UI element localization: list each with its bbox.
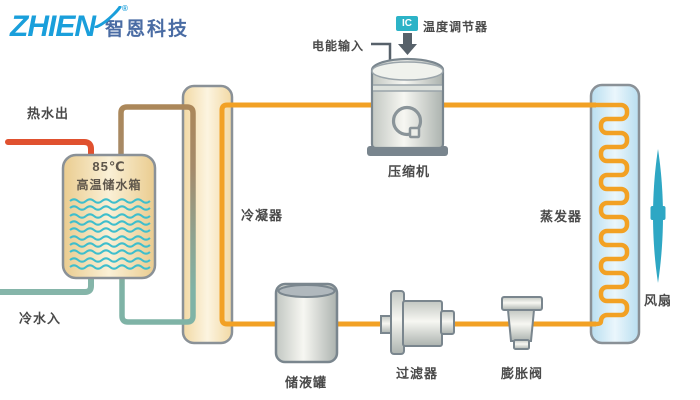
hot-water-out-label: 热水出 [27, 106, 70, 121]
expansion-valve-label: 膨胀阀 [501, 366, 544, 381]
evaporator-label: 蒸发器 [540, 209, 583, 224]
valve-nub [513, 339, 530, 350]
logo: ZHIEN ® 智恩科技 [10, 4, 190, 43]
fan-label: 风扇 [644, 293, 673, 308]
cold-water-in-pipe [0, 262, 94, 295]
down-arrow-icon [398, 33, 417, 55]
water-tank [61, 153, 157, 280]
filter-right-nub [440, 310, 455, 335]
valve-body [506, 309, 536, 342]
compressor-label: 压缩机 [388, 164, 431, 179]
hot-water-out-pipe [5, 139, 94, 171]
water-loop-pipe [118, 104, 196, 325]
cold-water-in-label: 冷水入 [19, 311, 62, 326]
receiver [274, 282, 339, 364]
expansion-valve [501, 296, 543, 350]
registered-mark: ® [122, 4, 128, 13]
power-input-label: 电能输入 [312, 39, 365, 53]
evaporator-coil [592, 102, 630, 327]
fan-blade-icon [650, 149, 666, 283]
temp-controller-label: 温度调节器 [423, 20, 489, 34]
receiver-top [277, 284, 336, 298]
compressor-scroll-icon [391, 105, 423, 137]
tank-temperature: 85℃ [92, 159, 126, 174]
logo-brand-text: ZHIEN [10, 10, 96, 43]
receiver-label: 储液罐 [285, 375, 328, 390]
condenser-label: 冷凝器 [241, 208, 284, 223]
logo-swoosh-icon [94, 6, 122, 28]
evaporator-body [589, 83, 641, 345]
filter [380, 290, 455, 355]
tank-label: 高温储水箱 [76, 178, 142, 192]
compressor [367, 57, 448, 156]
compressor-band [373, 85, 442, 91]
filter-label: 过滤器 [396, 366, 439, 381]
ic-chip-badge: IC [396, 16, 418, 31]
filter-body [402, 300, 443, 347]
valve-cap [501, 296, 543, 311]
compressor-top [371, 61, 444, 81]
compressor-scroll-tab [408, 126, 421, 139]
logo-company-text: 智恩科技 [105, 19, 190, 40]
power-wire [371, 42, 392, 64]
refrigerant-pipe [219, 102, 596, 327]
